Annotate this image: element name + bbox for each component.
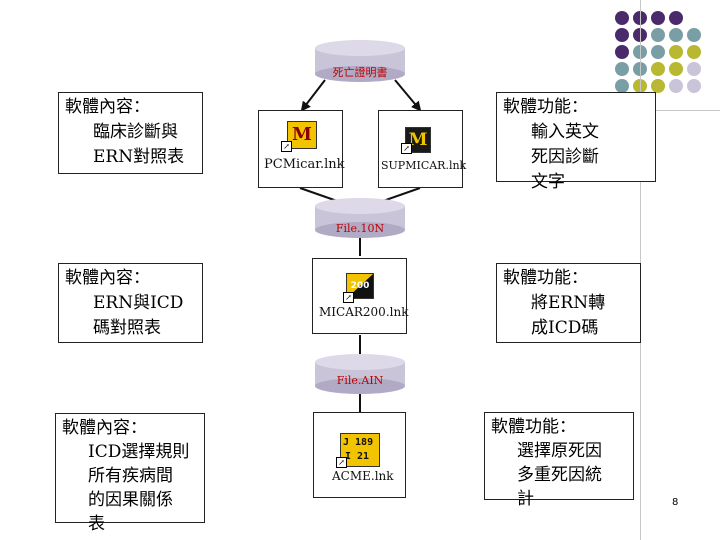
cylinder-label: File.10N (335, 222, 385, 235)
icon-glyph: M (292, 124, 312, 145)
decor-dot (669, 79, 683, 93)
shortcut-arrow-icon: ↗ (401, 143, 412, 154)
decor-horizontal-line (600, 110, 720, 111)
software-function-box-1: 軟體功能： 輸入英文 死因診斷 文字 (496, 92, 656, 192)
page-number: 8 (672, 497, 679, 508)
icon-glyph-line2: I 21 (345, 451, 370, 462)
decor-dot (669, 62, 683, 76)
box-line: ERN對照表 (93, 147, 185, 167)
decor-dot (615, 45, 629, 59)
decor-dot (669, 11, 683, 25)
decor-dot (651, 11, 665, 25)
icon-glyph: 200 (350, 281, 370, 291)
box-line: 臨床診斷與 (93, 122, 178, 142)
icon-glyph-line1: J 189 (343, 437, 374, 448)
cylinder-shape (315, 198, 405, 238)
supmicar-app-icon: M (405, 127, 431, 153)
box-line: 將ERN轉 (531, 293, 606, 313)
shortcut-arrow-icon: ↗ (343, 292, 354, 303)
box-line: ICD選擇規則 (88, 442, 190, 462)
box-line: 的因果關係 (88, 490, 173, 510)
shortcut-arrow-icon: ↗ (336, 457, 347, 468)
box-heading: 軟體內容： (62, 418, 147, 438)
box-line: 成ICD碼 (531, 318, 599, 338)
box-line: 所有疾病間 (88, 466, 173, 486)
software-content-box-1: 軟體內容： 臨床診斷與 ERN對照表 (58, 92, 203, 174)
decor-dot (615, 28, 629, 42)
decor-dot (615, 62, 629, 76)
software-function-box-3: 軟體功能： 選擇原死因 多重死因統 計 (484, 412, 634, 509)
arrow-to-pcmicar (300, 79, 326, 112)
software-content-box-2: 軟體內容： ERN與ICD 碼對照表 (58, 263, 203, 343)
software-content-box-3: 軟體內容： ICD選擇規則 所有疾病間 的因果關係 表 (55, 413, 205, 534)
decor-dot (687, 62, 701, 76)
icon-glyph: M (408, 130, 428, 150)
box-line: 文字 (531, 172, 565, 192)
box-line: 輸入英文 (531, 122, 599, 142)
shortcut-label: SUPMICAR.lnk (381, 159, 467, 172)
decor-dot (669, 28, 683, 42)
shortcut-label: PCMicar.lnk (264, 157, 345, 172)
box-heading: 軟體內容： (65, 97, 150, 117)
decor-dot (651, 28, 665, 42)
shortcut-arrow-icon: ↗ (281, 141, 292, 152)
box-line: 計 (517, 489, 534, 509)
box-line: 碼對照表 (93, 318, 161, 338)
box-line: 表 (88, 514, 105, 534)
box-heading: 軟體功能： (491, 417, 576, 437)
decor-dot (651, 79, 665, 93)
cylinder-file-ain: File.AIN (315, 354, 405, 394)
decor-dot (651, 62, 665, 76)
decor-dot (669, 45, 683, 59)
cylinder-shape (315, 40, 405, 82)
cylinder-file-10n: File.10N (315, 198, 405, 238)
arrow-to-supmicar (394, 79, 422, 112)
cylinder-label: 死亡證明書 (332, 66, 388, 79)
shortcut-label: MICAR200.lnk (319, 305, 409, 319)
cylinder-shape (315, 354, 405, 394)
shortcut-micar200[interactable]: 200 ↗ MICAR200.lnk (312, 258, 409, 334)
box-line: 選擇原死因 (517, 441, 602, 461)
shortcut-supmicar[interactable]: M ↗ SUPMICAR.lnk (378, 110, 467, 188)
box-heading: 軟體功能： (503, 268, 588, 288)
box-heading: 軟體內容： (65, 268, 150, 288)
box-line: 死因診斷 (531, 147, 599, 167)
decor-dot (687, 79, 701, 93)
shortcut-acme[interactable]: J 189 I 21 ↗ ACME.lnk (313, 412, 406, 498)
box-heading: 軟體功能： (503, 97, 588, 117)
box-line: ERN與ICD (93, 293, 184, 313)
shortcut-pcmicar[interactable]: M ↗ PCMicar.lnk (258, 110, 345, 188)
decor-dot (687, 28, 701, 42)
decor-dot (615, 11, 629, 25)
cylinder-death-certificate: 死亡證明書 (315, 40, 405, 82)
decor-dot (615, 79, 629, 93)
software-function-box-2: 軟體功能： 將ERN轉 成ICD碼 (496, 263, 641, 343)
shortcut-label: ACME.lnk (332, 469, 394, 483)
decor-dot (687, 45, 701, 59)
pcmicar-app-icon: M (287, 121, 317, 149)
decor-dot (651, 45, 665, 59)
cylinder-label: File.AIN (336, 374, 384, 387)
box-line: 多重死因統 (517, 465, 602, 485)
